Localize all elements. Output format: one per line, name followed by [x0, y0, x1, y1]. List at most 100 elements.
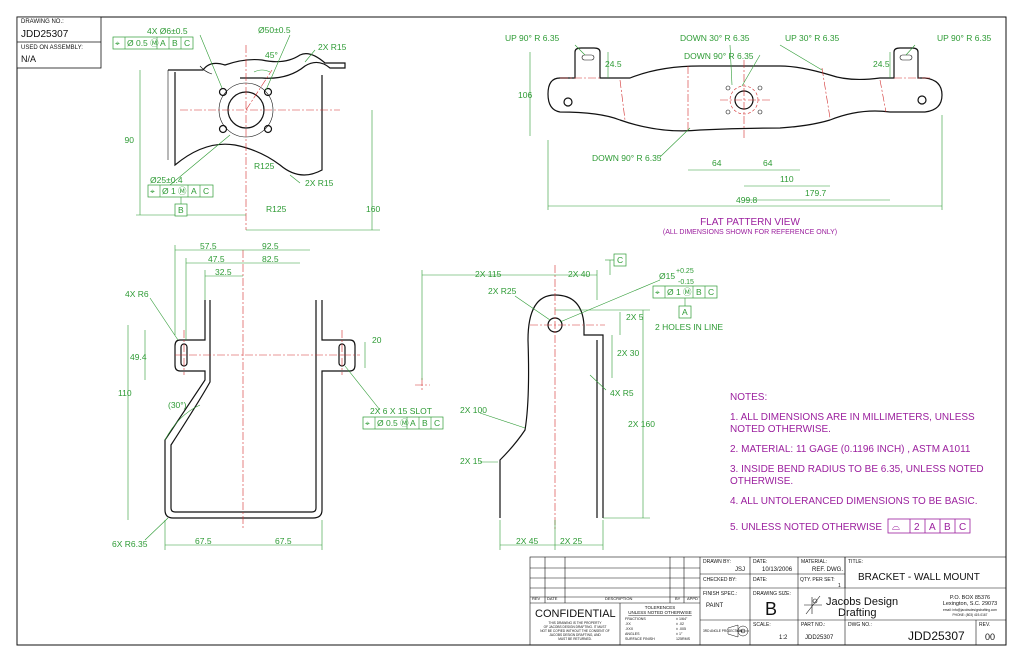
svg-text:10/13/2006: 10/13/2006	[762, 567, 793, 573]
fcf-holes: ⌖ Ø 0.5 Ⓜ A B C	[112, 36, 194, 50]
dim-245-right: 24.5	[873, 59, 890, 69]
svg-text:PART NO.:: PART NO.:	[801, 622, 825, 628]
angle45: 45°	[265, 50, 278, 60]
note-2: 2. MATERIAL: 11 GAGE (0.1196 INCH) , AST…	[730, 444, 971, 455]
svg-text:FRACTIONS: FRACTIONS	[625, 617, 646, 621]
datum-b: B	[178, 205, 184, 215]
svg-text:B: B	[944, 522, 951, 533]
svg-text:OF JACOBS DESIGN DRAFTING. IT: OF JACOBS DESIGN DRAFTING. IT MUST	[544, 625, 607, 629]
note-3b: OTHERWISE.	[730, 476, 793, 487]
svg-text:REF. DWG.: REF. DWG.	[812, 567, 843, 573]
dim-40: 2X 40	[568, 269, 590, 279]
svg-text:BY: BY	[675, 596, 681, 601]
svg-text:1:2: 1:2	[779, 635, 788, 641]
svg-text:FINISH SPEC.:: FINISH SPEC.:	[703, 591, 737, 597]
svg-text:DRAWING SIZE:: DRAWING SIZE:	[753, 591, 791, 597]
svg-text:SCALE:: SCALE:	[753, 622, 771, 628]
dim-30: 2X 30	[617, 348, 639, 358]
r635-note: 6X R6.35	[112, 539, 148, 549]
r6-note: 4X R6	[125, 289, 149, 299]
note-3a: 3. INSIDE BEND RADIUS TO BE 6.35, UNLESS…	[730, 464, 984, 475]
dim-825: 82.5	[262, 254, 279, 264]
svg-text:.XX: .XX	[625, 622, 631, 626]
notes: NOTES: 1. ALL DIMENSIONS ARE IN MILLIMET…	[730, 392, 984, 534]
dim-494: 49.4	[130, 352, 147, 362]
dim-110-front: 110	[118, 388, 132, 398]
datum-c: C	[617, 255, 623, 265]
dim-675-right: 67.5	[275, 536, 292, 546]
svg-text:⌖: ⌖	[655, 287, 660, 297]
top-view-outline-top	[168, 53, 346, 79]
dim-1797: 179.7	[805, 188, 827, 198]
dwg-no: JDD25307	[908, 629, 965, 643]
svg-text:± .02: ± .02	[676, 622, 684, 626]
dim-675-left: 67.5	[195, 536, 212, 546]
svg-text:B: B	[422, 418, 428, 428]
dia15: Ø15	[659, 271, 675, 281]
confidential: CONFIDENTIAL	[535, 608, 616, 620]
svg-text:A: A	[191, 186, 197, 196]
svg-text:PHONE: (803) 419-0167: PHONE: (803) 419-0167	[953, 613, 988, 617]
svg-text:⌖: ⌖	[150, 186, 155, 196]
svg-text:UNLESS NOTED OTHERWISE: UNLESS NOTED OTHERWISE	[628, 610, 691, 615]
profile-fcf: ⌓ 2 A B C	[887, 518, 971, 534]
notes-heading: NOTES:	[730, 392, 767, 403]
dim-25: 2X 25	[560, 536, 582, 546]
up-left: UP 90° R 6.35	[505, 33, 560, 43]
down90-bottom: DOWN 90° R 6.35	[592, 153, 662, 163]
company-name-2: Drafting	[838, 607, 877, 619]
svg-text:REV.: REV.	[979, 622, 990, 628]
svg-text:⌖: ⌖	[115, 38, 120, 48]
svg-text:2: 2	[914, 522, 920, 533]
drawing-title: BRACKET - WALL MOUNT	[858, 572, 980, 583]
svg-text:PAINT: PAINT	[706, 603, 724, 609]
flat-outline	[547, 47, 943, 132]
dim-160: 160	[366, 204, 380, 214]
tol-plus: +0.25	[676, 268, 694, 275]
svg-text:⌓: ⌓	[892, 522, 900, 533]
dim-115: 2X 115	[475, 269, 502, 279]
svg-text:THIS DRAWING IS THE PROPERTY: THIS DRAWING IS THE PROPERTY	[549, 621, 603, 625]
note-5: 5. UNLESS NOTED OTHERWISE	[730, 522, 882, 533]
svg-text:CHECKED BY:: CHECKED BY:	[703, 577, 737, 583]
dim-64-right: 64	[763, 158, 773, 168]
svg-text:C: C	[708, 287, 714, 297]
svg-text:3RD ANGLE PROJECTION: 3RD ANGLE PROJECTION	[703, 629, 743, 633]
datum-a: A	[682, 307, 688, 317]
svg-text:JDD25307: JDD25307	[805, 635, 834, 641]
dim-100: 2X 100	[460, 405, 487, 415]
dim-110: 110	[780, 174, 794, 184]
front-view	[127, 245, 381, 550]
svg-text:MUST BE RETURNED.: MUST BE RETURNED.	[558, 637, 592, 641]
up30: UP 30° R 6.35	[785, 33, 840, 43]
svg-text:C: C	[434, 418, 440, 428]
note-4: 4. ALL UNTOLERANCED DIMENSIONS TO BE BAS…	[730, 496, 977, 507]
svg-text:C: C	[959, 522, 966, 533]
down30: DOWN 30° R 6.35	[680, 33, 750, 43]
down90-top: DOWN 90° R 6.35	[684, 51, 754, 61]
front-outer	[164, 300, 356, 519]
r5-note: 4X R5	[610, 388, 634, 398]
svg-text:C: C	[203, 186, 209, 196]
r15-top: 2X R15	[318, 42, 347, 52]
top-view-outline-body	[174, 72, 323, 176]
dim-20: 20	[372, 335, 382, 345]
svg-text:± .005: ± .005	[676, 627, 686, 631]
dim-106: 106	[518, 90, 532, 100]
dim-925: 92.5	[262, 241, 279, 251]
dim-15: 2X 15	[460, 456, 482, 466]
dim-64-left: 64	[712, 158, 722, 168]
svg-text:MATERIAL:: MATERIAL:	[801, 559, 827, 565]
dim-325: 32.5	[215, 267, 232, 277]
rev-value: 00	[985, 632, 995, 642]
r15-bottom: 2X R15	[305, 178, 334, 188]
dim-5: 2X 5	[626, 312, 644, 322]
dim-160-side: 2X 160	[628, 419, 655, 429]
svg-text:B: B	[765, 599, 777, 619]
up-right: UP 90° R 6.35	[937, 33, 992, 43]
svg-text:Lexington, S.C. 29073: Lexington, S.C. 29073	[943, 601, 997, 607]
title-block	[529, 556, 1007, 646]
svg-text:email: info@jacobsdesigndrafti: email: info@jacobsdesigndrafting.com	[943, 608, 997, 612]
dia50-note: Ø50±0.5	[258, 25, 291, 35]
